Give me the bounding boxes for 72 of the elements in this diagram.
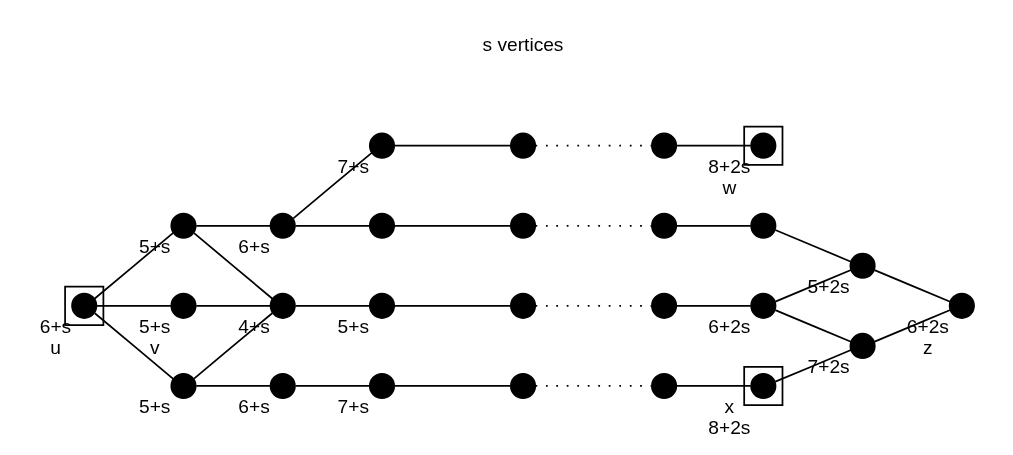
node-circle <box>269 292 296 319</box>
connector <box>675 224 752 227</box>
node-circle <box>750 132 777 159</box>
connector <box>393 305 512 307</box>
node-label: 8+2s <box>708 156 751 178</box>
node-circle <box>750 212 777 239</box>
node-circle <box>368 292 396 319</box>
connector <box>675 144 752 147</box>
node-circle <box>651 372 678 399</box>
node-circle <box>170 212 197 239</box>
node-label: 5+2s <box>807 276 850 298</box>
node-circle <box>510 372 537 399</box>
connector <box>393 224 512 227</box>
connector <box>193 312 274 380</box>
node-circle <box>170 372 197 399</box>
connector <box>195 305 271 307</box>
connector <box>873 309 952 343</box>
node-label: w <box>722 177 737 199</box>
node-circle <box>750 372 777 399</box>
cluster <box>743 365 784 406</box>
connector <box>774 229 852 263</box>
node-label: u <box>50 337 61 359</box>
node-circle <box>510 292 537 319</box>
connector <box>393 385 512 387</box>
node-label: 7+s <box>337 396 369 418</box>
node-circle <box>170 292 197 319</box>
node-circle <box>849 332 876 359</box>
node-circle <box>651 212 678 239</box>
node-circle <box>750 292 777 319</box>
connector <box>195 385 271 387</box>
connector <box>93 312 175 380</box>
node-label: 6+s <box>238 396 270 418</box>
connector <box>294 385 371 387</box>
connector <box>294 224 371 227</box>
connector <box>873 269 952 303</box>
node-circle <box>510 212 537 239</box>
node-circle <box>368 372 396 399</box>
connector <box>292 151 373 220</box>
connector <box>774 349 852 383</box>
node-label: 6+2s <box>708 316 751 338</box>
node-label: 5+s <box>139 396 171 418</box>
connector <box>774 269 852 303</box>
node-circle <box>948 292 975 319</box>
connector <box>294 305 371 307</box>
node-label: z <box>923 337 933 359</box>
connector <box>675 385 752 387</box>
connector <box>96 305 172 307</box>
node-circle <box>71 292 98 319</box>
node-label: 8+2s <box>708 417 751 439</box>
node-circle <box>510 132 537 159</box>
node-circle <box>269 212 296 239</box>
node-label: 6+s <box>238 236 270 258</box>
node-label: 5+s <box>139 316 171 338</box>
node-circle <box>651 292 678 319</box>
connector <box>93 232 175 300</box>
connector <box>195 224 271 227</box>
node-circle <box>269 372 296 399</box>
label: s vertices <box>482 34 564 56</box>
connector <box>393 144 512 147</box>
node-circle <box>849 252 876 279</box>
node-label: v <box>149 337 160 359</box>
node-label: 6+2s <box>906 316 949 338</box>
node-label: 7+2s <box>807 356 850 378</box>
connector <box>193 232 274 300</box>
connector <box>675 305 752 307</box>
connector <box>774 309 852 343</box>
node-label: x <box>724 396 735 418</box>
node-label: 6+s <box>39 316 72 338</box>
node-circle <box>368 132 396 159</box>
node-circle <box>368 212 396 239</box>
node-label: 5+s <box>337 316 369 338</box>
node-circle <box>651 132 678 159</box>
